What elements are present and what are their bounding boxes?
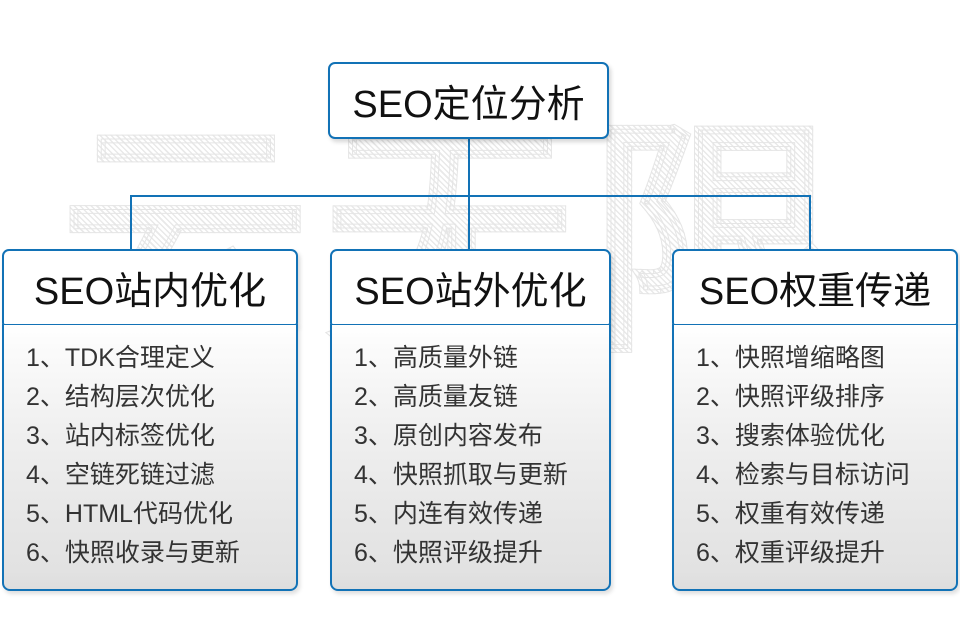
- list-item-label: 快照收录与更新: [64, 539, 240, 567]
- branch-2-title: SEO站外优化: [354, 271, 587, 313]
- connector-drop-branch-3: [809, 195, 811, 250]
- branch-3-panel: 1、 快照增缩略图 2、 快照评级排序 3、 搜索体验优化 4、 检索与目标访问…: [672, 324, 958, 591]
- root-node-box: SEO定位分析: [328, 62, 609, 139]
- list-item-number: 1、: [696, 344, 735, 372]
- list-item-label: 内连有效传递: [392, 500, 543, 528]
- list-item-number: 4、: [354, 461, 393, 489]
- list-item[interactable]: 2、 结构层次优化: [4, 378, 296, 417]
- list-item[interactable]: 1、 TDK合理定义: [4, 339, 296, 378]
- list-item-number: 6、: [696, 539, 735, 567]
- list-item-number: 6、: [26, 539, 65, 567]
- list-item-number: 6、: [354, 539, 393, 567]
- list-item[interactable]: 4、 空链死链过滤: [4, 456, 296, 495]
- list-item-label: 权重有效传递: [734, 500, 885, 528]
- list-item-label: 快照评级排序: [734, 383, 885, 411]
- list-item-label: 检索与目标访问: [734, 461, 910, 489]
- branch-1-item-list: 1、 TDK合理定义 2、 结构层次优化 3、 站内标签优化 4、 空链死链过滤…: [4, 339, 296, 573]
- connector-drop-branch-1: [130, 195, 132, 250]
- list-item-number: 2、: [354, 383, 393, 411]
- list-item-label: 快照增缩略图: [734, 344, 885, 372]
- list-item-number: 5、: [354, 500, 393, 528]
- branch-3-title: SEO权重传递: [698, 271, 932, 313]
- connector-trunk-vertical: [468, 139, 470, 196]
- list-item-label: 快照评级提升: [392, 539, 543, 567]
- branch-1-panel: 1、 TDK合理定义 2、 结构层次优化 3、 站内标签优化 4、 空链死链过滤…: [2, 324, 298, 591]
- list-item[interactable]: 5、 权重有效传递: [674, 495, 956, 534]
- branch-column-2: SEO站外优化 1、 高质量外链 2、 高质量友链 3、 原创内容发布 4、 快: [330, 249, 611, 591]
- list-item-number: 1、: [354, 344, 393, 372]
- list-item-label: TDK合理定义: [64, 344, 215, 372]
- branch-column-3: SEO权重传递 1、 快照增缩略图 2、 快照评级排序 3、 搜索体验优化 4、: [672, 249, 958, 591]
- branch-1-header[interactable]: SEO站内优化: [2, 249, 298, 326]
- list-item-number: 4、: [696, 461, 735, 489]
- list-item-number: 2、: [26, 383, 65, 411]
- list-item-number: 3、: [354, 422, 393, 450]
- list-item-label: 结构层次优化: [64, 383, 215, 411]
- list-item-number: 1、: [26, 344, 65, 372]
- list-item[interactable]: 6、 快照收录与更新: [4, 534, 296, 573]
- list-item[interactable]: 2、 高质量友链: [332, 378, 609, 417]
- list-item-label: 快照抓取与更新: [392, 461, 568, 489]
- list-item-number: 5、: [696, 500, 735, 528]
- list-item[interactable]: 3、 搜索体验优化: [674, 417, 956, 456]
- list-item-label: 高质量外链: [392, 344, 518, 372]
- list-item[interactable]: 3、 原创内容发布: [332, 417, 609, 456]
- branch-2-header[interactable]: SEO站外优化: [330, 249, 611, 326]
- list-item-number: 5、: [26, 500, 65, 528]
- list-item-number: 2、: [696, 383, 735, 411]
- list-item[interactable]: 4、 检索与目标访问: [674, 456, 956, 495]
- list-item-label: 权重评级提升: [734, 539, 885, 567]
- list-item[interactable]: 3、 站内标签优化: [4, 417, 296, 456]
- list-item[interactable]: 1、 高质量外链: [332, 339, 609, 378]
- list-item-number: 3、: [696, 422, 735, 450]
- branch-2-panel: 1、 高质量外链 2、 高质量友链 3、 原创内容发布 4、 快照抓取与更新 5…: [330, 324, 611, 591]
- list-item[interactable]: 6、 权重评级提升: [674, 534, 956, 573]
- list-item[interactable]: 6、 快照评级提升: [332, 534, 609, 573]
- root-node[interactable]: SEO定位分析: [328, 62, 609, 139]
- list-item[interactable]: 1、 快照增缩略图: [674, 339, 956, 378]
- connector-drop-branch-2: [468, 195, 470, 250]
- list-item-label: 搜索体验优化: [734, 422, 885, 450]
- list-item-number: 3、: [26, 422, 65, 450]
- list-item-label: 空链死链过滤: [64, 461, 215, 489]
- root-node-label: SEO定位分析: [352, 84, 585, 126]
- branch-1-title: SEO站内优化: [33, 271, 267, 313]
- branch-3-item-list: 1、 快照增缩略图 2、 快照评级排序 3、 搜索体验优化 4、 检索与目标访问…: [674, 339, 956, 573]
- list-item-number: 4、: [26, 461, 65, 489]
- connector-horizontal-bus: [130, 195, 811, 197]
- list-item[interactable]: 4、 快照抓取与更新: [332, 456, 609, 495]
- list-item-label: HTML代码优化: [64, 500, 233, 528]
- list-item[interactable]: 5、 内连有效传递: [332, 495, 609, 534]
- list-item-label: 站内标签优化: [64, 422, 215, 450]
- list-item[interactable]: 2、 快照评级排序: [674, 378, 956, 417]
- branch-column-1: SEO站内优化 1、 TDK合理定义 2、 结构层次优化 3、 站内标签优化 4…: [2, 249, 298, 591]
- list-item[interactable]: 5、 HTML代码优化: [4, 495, 296, 534]
- branch-2-item-list: 1、 高质量外链 2、 高质量友链 3、 原创内容发布 4、 快照抓取与更新 5…: [332, 339, 609, 573]
- list-item-label: 原创内容发布: [392, 422, 543, 450]
- list-item-label: 高质量友链: [392, 383, 518, 411]
- branch-3-header[interactable]: SEO权重传递: [672, 249, 958, 326]
